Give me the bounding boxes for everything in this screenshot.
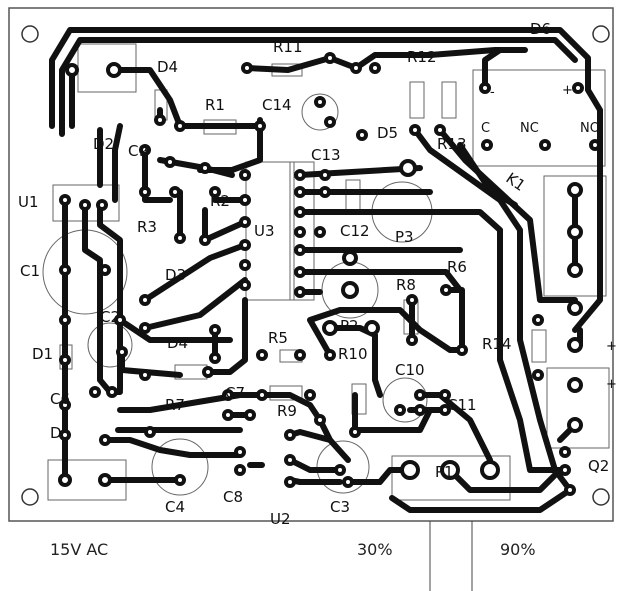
label-d2: D2 (93, 135, 114, 153)
label-c9: C9 (128, 142, 148, 160)
pot-marker-lines (429, 521, 473, 591)
label-c2: C2 (100, 308, 120, 326)
max-setting-label: 90% (500, 540, 536, 559)
label-c1: C1 (20, 262, 40, 280)
label-c10: C10 (395, 361, 425, 379)
label-r1: R1 (205, 96, 225, 114)
mounting-holes (21, 25, 610, 506)
label-u2: U2 (270, 510, 291, 528)
copper-traces (49, 27, 603, 513)
label-k1: K1 (503, 169, 529, 195)
label-c8: C8 (223, 488, 243, 506)
label-c14: C14 (262, 96, 292, 114)
label-u3: U3 (254, 222, 275, 240)
label-d4-top: D4 (157, 58, 178, 76)
label-r13: R13 (437, 135, 467, 153)
label-r10: R10 (338, 345, 368, 363)
label-r8: R8 (396, 276, 416, 294)
label-p2: P2 (340, 317, 359, 335)
label-r7: R7 (165, 396, 185, 414)
label-relay-no: NO (580, 121, 600, 136)
label-d: D (50, 424, 62, 442)
label-r14: R14 (482, 335, 512, 353)
label-r11: R11 (273, 38, 303, 56)
label-r5: R5 (268, 329, 288, 347)
label-plus-out: + (606, 339, 617, 354)
label-c13: C13 (311, 146, 341, 164)
min-setting-label: 30% (357, 540, 393, 559)
label-c4: C4 (165, 498, 185, 516)
label-d1: D1 (32, 345, 53, 363)
label-r3: R3 (137, 218, 157, 236)
label-c11: C11 (447, 396, 477, 414)
label-r12: R12 (407, 48, 437, 66)
label-r2: R2 (210, 192, 230, 210)
label-d5: D5 (377, 124, 398, 142)
label-c7: C7 (225, 384, 245, 402)
label-relay-c: C (481, 121, 490, 136)
label-p1: P1 (435, 463, 454, 481)
label-c3: C3 (330, 498, 350, 516)
label-p3: P3 (395, 228, 414, 246)
label-r6: R6 (447, 258, 467, 276)
label-r9: R9 (277, 402, 297, 420)
label-minus: - (490, 85, 495, 100)
label-c12: C12 (340, 222, 370, 240)
component-labels: R11 D6 D4 R1 C14 D2 D5 R12 R13 C9 U1 R3 … (18, 20, 617, 528)
label-d3: D3 (165, 266, 186, 284)
solder-pads (58, 52, 601, 496)
label-c6: C6 (50, 390, 70, 408)
label-relay-nc: NC (520, 121, 539, 136)
label-q2: Q2 (588, 457, 609, 475)
label-plus-out2: + (606, 377, 617, 392)
label-plus: + (562, 83, 573, 98)
board-outline (8, 7, 614, 522)
label-d6: D6 (530, 20, 551, 38)
input-voltage-label: 15V AC (50, 540, 109, 559)
label-u1: U1 (18, 193, 39, 211)
label-d4-mid: D4 (167, 334, 188, 352)
